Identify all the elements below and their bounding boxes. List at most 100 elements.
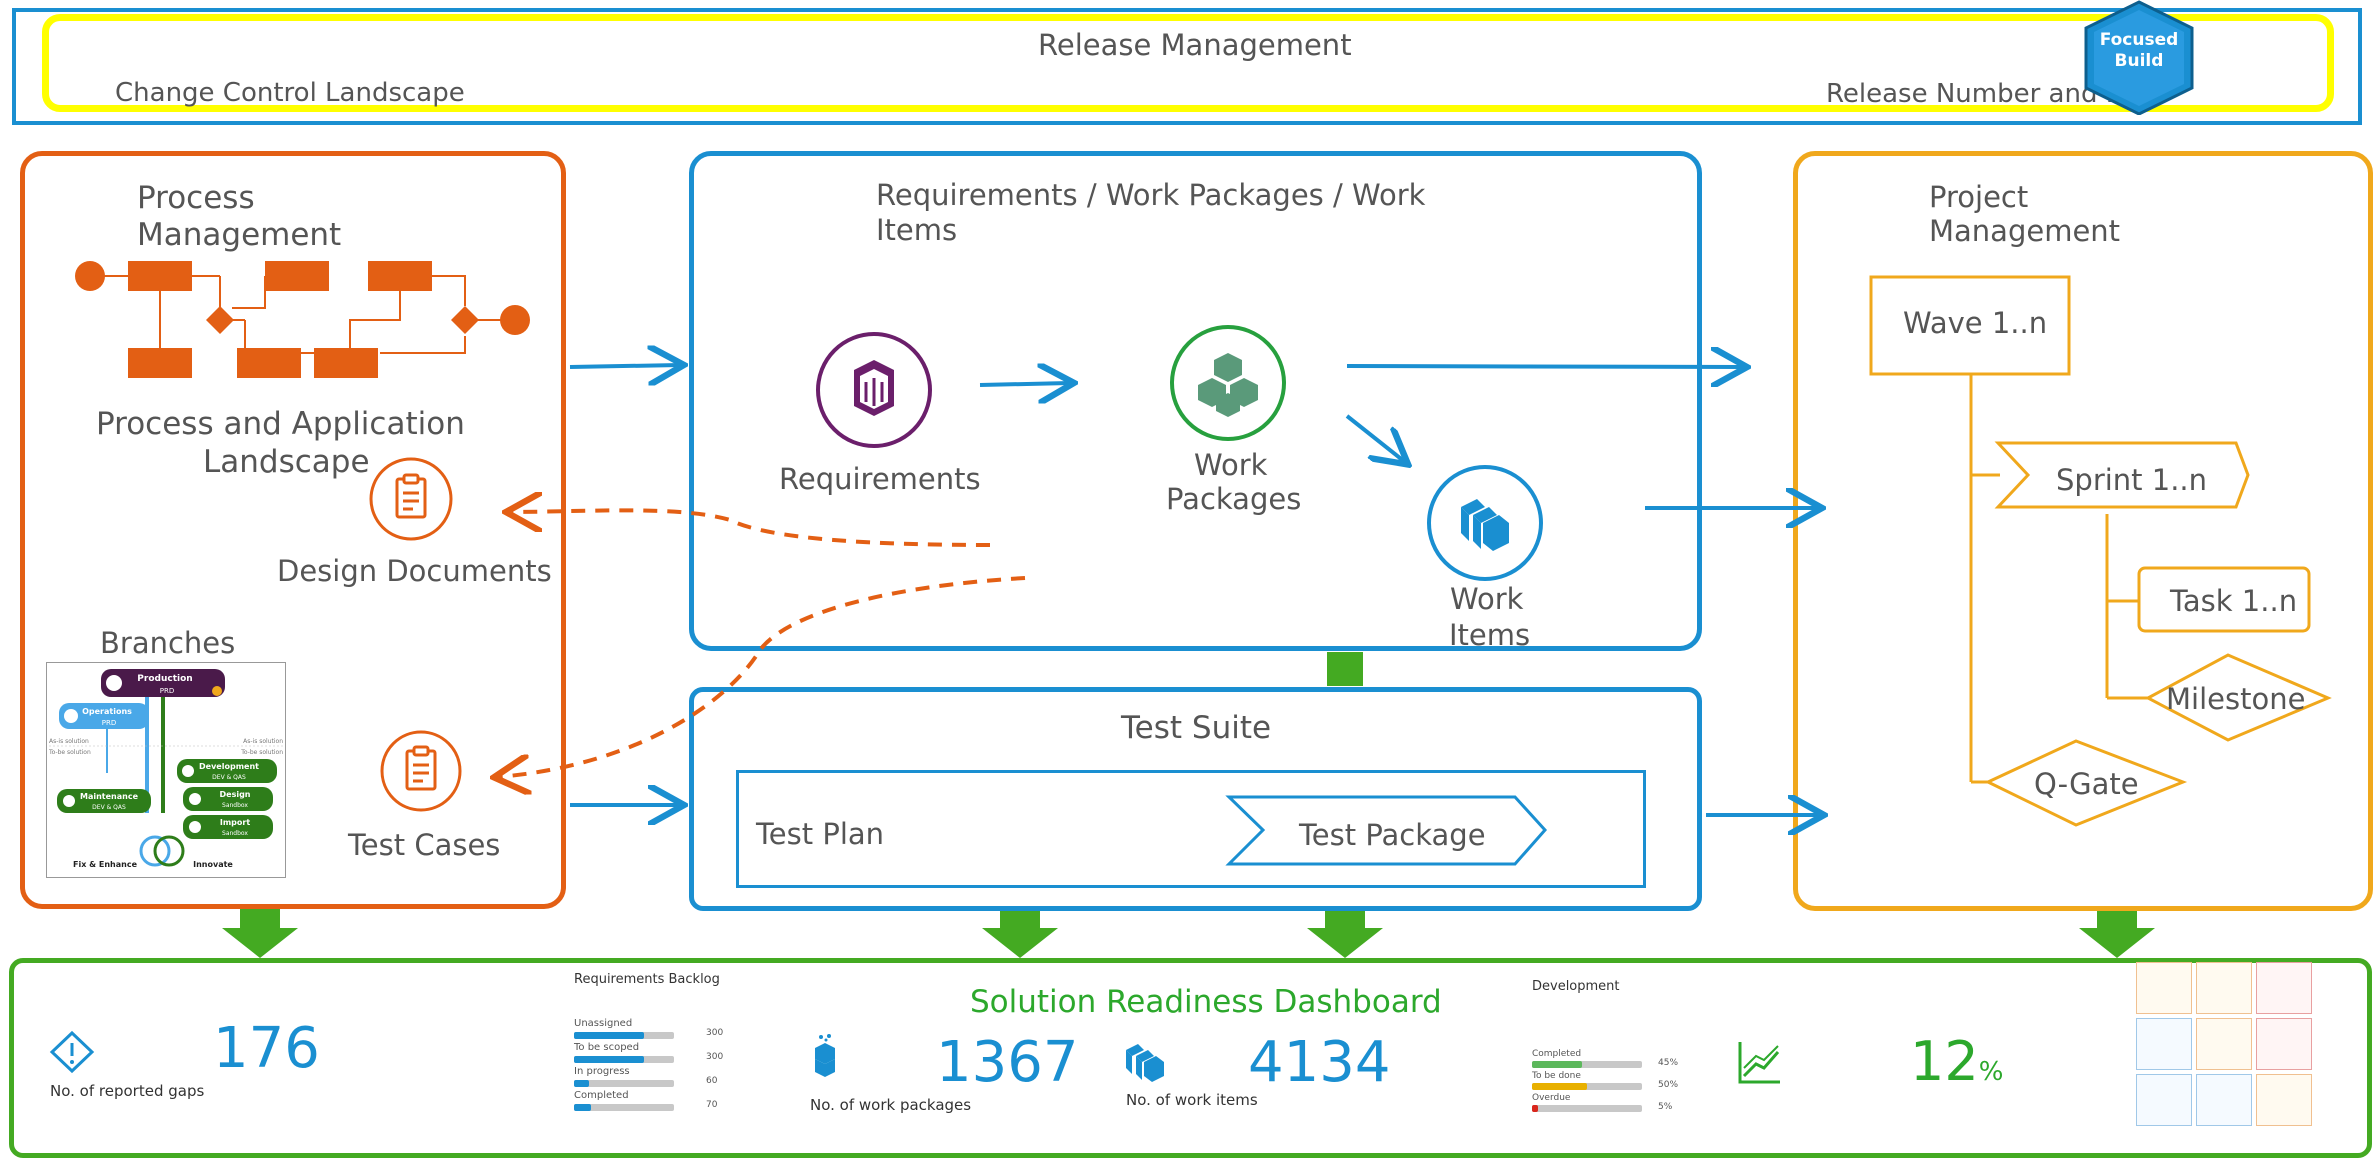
test-cases-icon bbox=[380, 730, 462, 812]
development-row-label: Overdue bbox=[1532, 1093, 1571, 1103]
release-management-frame bbox=[12, 8, 2362, 125]
branch-import: Import bbox=[220, 818, 250, 827]
test-plan-label: Test Plan bbox=[756, 817, 885, 851]
gaps-icon bbox=[49, 1030, 95, 1074]
development-row-value: 50% bbox=[1658, 1080, 1679, 1090]
arrow-process-to-requirements bbox=[569, 365, 680, 367]
work-packages-dashboard-label: No. of work packages bbox=[810, 1096, 972, 1114]
backlog-row-label: Completed bbox=[574, 1090, 629, 1101]
branch-innovate: Innovate bbox=[193, 860, 233, 869]
milestone-label: Milestone bbox=[2166, 682, 2306, 716]
work-packages-label-1: Work bbox=[1194, 448, 1268, 482]
work-items-dashboard-label: No. of work items bbox=[1126, 1091, 1258, 1109]
backlog-row-label: In progress bbox=[574, 1066, 630, 1077]
development-row-value: 5% bbox=[1658, 1102, 1673, 1112]
project-management-panel bbox=[1793, 151, 2373, 911]
percentage-unit: % bbox=[1978, 1057, 2004, 1087]
percentage-value: 12 bbox=[1910, 1030, 1979, 1093]
branch-production-sub: PRD bbox=[160, 687, 174, 695]
arrow-wp-to-wi bbox=[1345, 414, 1405, 462]
process-flow-diagram bbox=[75, 261, 530, 378]
gaps-label: No. of reported gaps bbox=[50, 1082, 205, 1100]
test-package-chevron bbox=[1225, 795, 1548, 866]
test-cases-label: Test Cases bbox=[348, 828, 501, 862]
process-management-title-1: Process bbox=[137, 180, 255, 216]
development-row-fill bbox=[1532, 1083, 1587, 1090]
percentage-kpi: 12% bbox=[1910, 1030, 2003, 1093]
task-label: Task 1..n bbox=[2170, 584, 2298, 618]
branch-fix-enhance: Fix & Enhance bbox=[73, 860, 138, 869]
change-control-landscape-label: Change Control Landscape bbox=[115, 78, 465, 108]
backlog-row-label: To be scoped bbox=[574, 1042, 640, 1053]
branch-development-sub: DEV & QAS bbox=[212, 774, 246, 781]
focused-build-badge: Focused Build bbox=[2084, 0, 2194, 115]
backlog-row-bar bbox=[574, 1080, 674, 1087]
design-documents-icon bbox=[369, 457, 453, 541]
test-suite-panel bbox=[689, 687, 1702, 911]
risk-thumbnail bbox=[2256, 1074, 2312, 1126]
branch-design: Design bbox=[220, 790, 251, 799]
qgate-label: Q-Gate bbox=[2034, 767, 2139, 801]
sprint-label: Sprint 1..n bbox=[2056, 463, 2208, 497]
branches-diagram: Production PRD Operations PRD As-is solu… bbox=[46, 662, 286, 878]
backlog-row-bar bbox=[574, 1104, 674, 1111]
risk-thumbnail bbox=[2136, 1074, 2192, 1126]
branch-operations-sub: PRD bbox=[102, 719, 116, 727]
project-management-title-2: Management bbox=[1929, 214, 2121, 248]
backlog-row-value: 60 bbox=[706, 1076, 718, 1086]
backlog-title: Requirements Backlog bbox=[574, 972, 720, 987]
development-row-bar bbox=[1532, 1083, 1642, 1090]
requirements-panel bbox=[689, 151, 1702, 651]
development-row-fill bbox=[1532, 1061, 1582, 1068]
gaps-value: 176 bbox=[213, 1016, 320, 1081]
release-management-title: Release Management bbox=[1038, 28, 1352, 62]
backlog-row-label: Unassigned bbox=[574, 1018, 633, 1029]
risk-thumbnail bbox=[2136, 962, 2192, 1014]
down-arrow-test-right bbox=[1307, 911, 1383, 958]
branch-as-is-right: As-is solution bbox=[243, 738, 283, 745]
branch-development: Development bbox=[199, 762, 259, 771]
badge-line2: Build bbox=[2115, 51, 2164, 71]
risk-thumbnail-grid bbox=[2136, 958, 2316, 1134]
project-hierarchy-diagram bbox=[1869, 275, 2332, 827]
branch-production: Production bbox=[137, 674, 192, 684]
backlog-row-value: 70 bbox=[706, 1100, 718, 1110]
design-documents-label: Design Documents bbox=[277, 554, 552, 588]
risk-thumbnail bbox=[2196, 1018, 2252, 1070]
backlog-row-bar bbox=[574, 1056, 674, 1063]
wave-label: Wave 1..n bbox=[1903, 306, 2048, 340]
process-landscape-label-2: Landscape bbox=[203, 444, 370, 480]
development-title: Development bbox=[1532, 979, 1620, 994]
backlog-row-fill bbox=[574, 1104, 591, 1111]
down-arrow-test-left bbox=[982, 911, 1058, 958]
test-plan-box bbox=[736, 770, 1646, 888]
trend-chart-icon bbox=[1738, 1042, 1780, 1084]
branch-to-be-right: To-be solution bbox=[240, 749, 283, 756]
branch-maintenance-sub: DEV & QAS bbox=[92, 804, 126, 811]
arrow-wp-to-project bbox=[1346, 366, 1743, 367]
down-arrow-project bbox=[2079, 911, 2155, 958]
backlog-row-value: 300 bbox=[706, 1028, 724, 1038]
branch-to-be-left: To-be solution bbox=[48, 749, 91, 756]
development-row-label: Completed bbox=[1532, 1049, 1582, 1059]
dashboard-title: Solution Readiness Dashboard bbox=[970, 984, 1442, 1020]
dashed-to-design-documents bbox=[510, 510, 991, 547]
project-management-title-1: Project bbox=[1929, 180, 2029, 214]
risk-thumbnail bbox=[2196, 962, 2252, 1014]
development-row-label: To be done bbox=[1532, 1071, 1581, 1081]
development-row-bar bbox=[1532, 1105, 1642, 1112]
test-package-label: Test Package bbox=[1299, 818, 1486, 852]
branch-maintenance: Maintenance bbox=[80, 792, 139, 801]
risk-thumbnail bbox=[2256, 1018, 2312, 1070]
branches-diagram-graphic: Production PRD Operations PRD As-is solu… bbox=[48, 669, 283, 869]
connector-req-to-test bbox=[1327, 652, 1363, 686]
down-arrow-process bbox=[222, 909, 298, 958]
work-packages-dashboard-icon bbox=[815, 1034, 835, 1077]
risk-thumbnail bbox=[2256, 962, 2312, 1014]
release-management-inner-frame bbox=[42, 14, 2334, 112]
development-row-fill bbox=[1532, 1105, 1538, 1112]
risk-thumbnail bbox=[2196, 1074, 2252, 1126]
badge-line1: Focused bbox=[2100, 30, 2179, 50]
branch-design-sub: Sandbox bbox=[222, 802, 248, 809]
